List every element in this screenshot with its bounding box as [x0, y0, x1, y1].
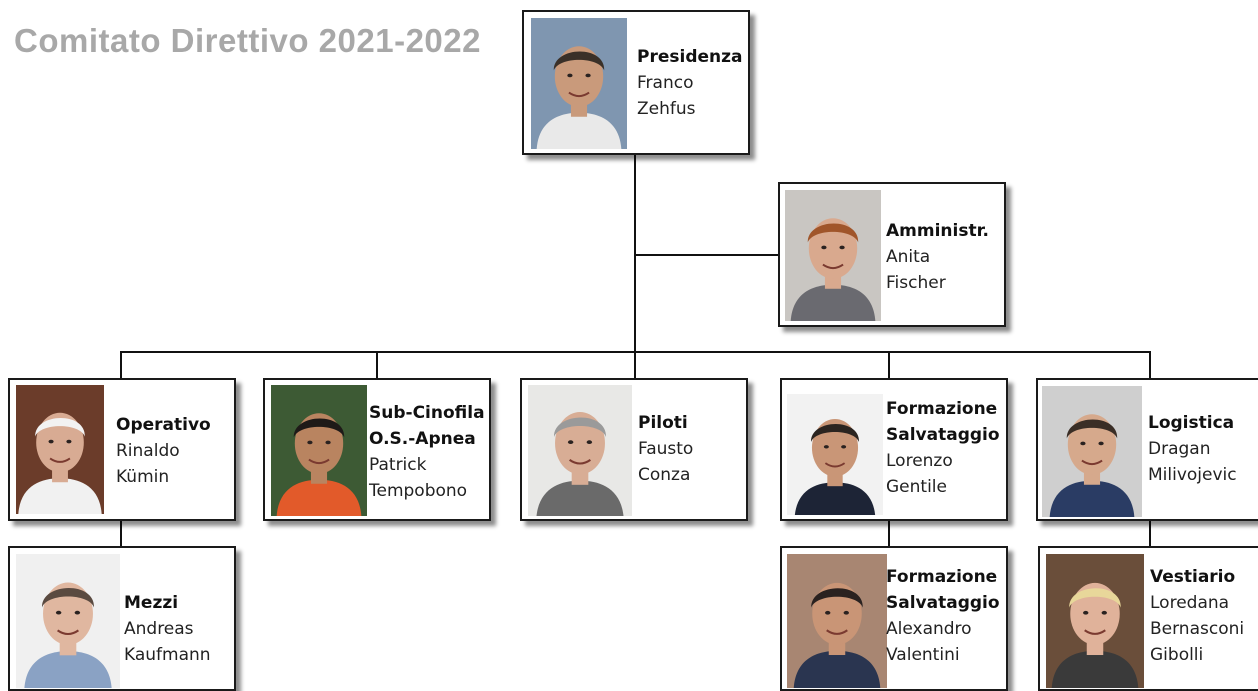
role-label: O.S.-Apnea [369, 429, 476, 449]
portrait-icon [16, 554, 120, 688]
portrait-icon [1042, 386, 1142, 517]
portrait-icon [16, 385, 104, 514]
person-name: Franco [637, 73, 694, 93]
portrait-icon [787, 394, 883, 515]
chart-title: Comitato Direttivo 2021-2022 [14, 22, 481, 59]
connector-formazione [888, 351, 890, 379]
person-name: Tempobono [369, 481, 468, 501]
person-name: Dragan [1148, 439, 1211, 459]
connector-main-trunk [634, 154, 636, 352]
connector-sub-cinofila [376, 351, 378, 379]
role-label: Vestiario [1150, 567, 1236, 587]
portrait-icon [271, 385, 367, 516]
role-label: Piloti [638, 413, 688, 433]
connector-piloti [634, 351, 636, 379]
connector-vestiario [1149, 520, 1151, 547]
person-name: Fischer [886, 273, 946, 293]
person-name: Patrick [369, 455, 427, 475]
portrait-icon [531, 18, 627, 149]
person-name: Kümin [116, 467, 170, 487]
person-name: Andreas [124, 619, 194, 639]
connector-operativo [120, 351, 122, 379]
role-label: Presidenza [637, 47, 743, 67]
role-label: Formazione [886, 399, 998, 419]
person-name: Rinaldo [116, 441, 180, 461]
person-name: Valentini [886, 645, 960, 665]
person-name: Loredana [1150, 593, 1230, 613]
connector-mezzi [120, 520, 122, 547]
portrait-icon [528, 385, 632, 516]
role-label: Operativo [116, 415, 211, 435]
person-name: Zehfus [637, 99, 696, 119]
person-name: Gibolli [1150, 645, 1204, 665]
role-label: Sub-Cinofila [369, 403, 485, 423]
connector-formazione-2 [888, 520, 890, 547]
role-label: Logistica [1148, 413, 1235, 433]
connector-logistica [1149, 351, 1151, 379]
person-name: Anita [886, 247, 931, 267]
person-name: Kaufmann [124, 645, 211, 665]
person-name: Milivojevic [1148, 465, 1237, 485]
role-label: Amministr. [886, 221, 990, 241]
person-name: Lorenzo [886, 451, 953, 471]
role-label: Formazione [886, 567, 998, 587]
connector-amministr [634, 254, 782, 256]
person-name: Gentile [886, 477, 947, 497]
role-label: Salvataggio [886, 593, 1000, 613]
person-name: Fausto [638, 439, 694, 459]
person-name: Alexandro [886, 619, 972, 639]
portrait-icon [1046, 554, 1144, 688]
role-label: Mezzi [124, 593, 179, 613]
portrait-icon [785, 190, 881, 321]
role-label: Salvataggio [886, 425, 1000, 445]
person-name: Conza [638, 465, 691, 485]
person-name: Bernasconi [1150, 619, 1245, 639]
portrait-icon [787, 554, 887, 688]
